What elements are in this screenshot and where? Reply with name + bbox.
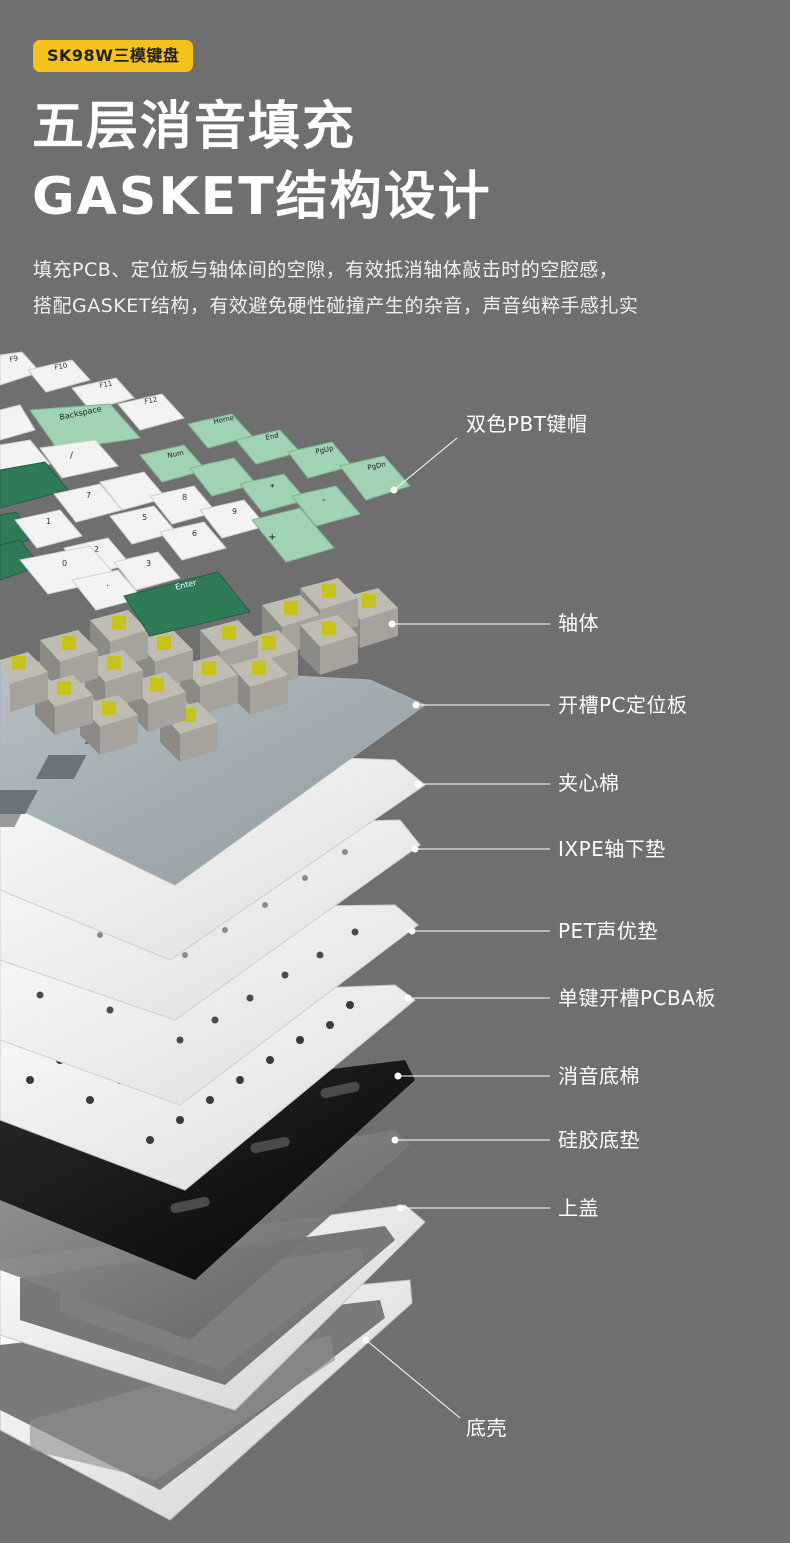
keycap-legend: . — [106, 578, 109, 589]
label-bottom-case: 底壳 — [466, 1416, 507, 1440]
switch — [300, 615, 358, 675]
leader-dot — [414, 780, 422, 788]
label-top-cover: 上盖 — [558, 1196, 599, 1220]
keycap: F10 — [27, 359, 91, 393]
keycap: 6 — [159, 521, 227, 561]
keycap: Enter — [123, 571, 251, 637]
leader-dot — [388, 620, 396, 628]
leader-lines — [362, 437, 550, 1419]
keycap-legend: 8 — [182, 493, 187, 502]
headline-line-1: 五层消音填充 — [32, 97, 357, 157]
keycaps-layer: F9 F10 F11 F12 Backspace Home End PgUp P… — [0, 351, 411, 637]
keycap-legend: F11 — [99, 379, 113, 390]
keycap: + — [251, 507, 335, 563]
keycap: F12 — [117, 393, 185, 431]
keycap — [0, 461, 69, 509]
keycap: PgDn — [339, 455, 411, 501]
label-switches: 轴体 — [558, 611, 599, 635]
keycap: - — [291, 485, 361, 527]
leader-dot — [411, 845, 419, 853]
leader-dot — [391, 1136, 399, 1144]
label-pcba-board: 单键开槽PCBA板 — [558, 986, 716, 1010]
keycap: PgUp — [287, 441, 353, 479]
keycap: 7 — [53, 483, 123, 523]
keycap-legend: 7 — [86, 491, 91, 500]
keycap-legend: End — [265, 431, 280, 442]
keycap-legend: 2 — [94, 545, 99, 554]
switches-layer — [0, 578, 398, 762]
keycap: 1 — [14, 509, 83, 549]
keycap: 3 — [113, 551, 181, 591]
label-silicone-pad: 硅胶底垫 — [558, 1128, 640, 1152]
keycap-legend: F10 — [54, 361, 68, 372]
keycap-legend: F12 — [144, 395, 158, 406]
keycap-legend: Num — [167, 449, 185, 460]
label-pet-pad: PET声优垫 — [558, 919, 658, 943]
keycap-legend: * — [270, 483, 275, 493]
keycap-legend: PgDn — [367, 460, 387, 472]
switch — [0, 652, 48, 712]
label-dampening-foam: 消音底棉 — [558, 1064, 640, 1088]
switch — [35, 675, 93, 735]
label-pc-plate: 开槽PC定位板 — [558, 693, 688, 717]
leader-dot — [390, 486, 398, 494]
keycap-legend: 5 — [142, 513, 147, 522]
label-pbt-keycaps: 双色PBT键帽 — [466, 412, 588, 436]
keycap-legend: 0 — [62, 559, 67, 568]
keycap-legend: PgUp — [315, 444, 335, 456]
keycap-legend: / — [70, 451, 74, 461]
keycap-legend: 6 — [192, 529, 197, 538]
leader-line — [365, 1339, 461, 1419]
leader-line — [393, 437, 458, 491]
keycap: F11 — [71, 377, 135, 411]
product-badge: SK98W三模键盘 — [33, 40, 194, 72]
keycap: / — [39, 439, 119, 479]
keycap-legend: - — [322, 495, 326, 506]
label-sandwich-foam: 夹心棉 — [558, 771, 620, 795]
label-ixpe-pad: IXPE轴下垫 — [558, 837, 666, 861]
leader-dot — [362, 1336, 370, 1344]
leader-dot — [408, 927, 416, 935]
headline-line-2: GASKET结构设计 — [32, 167, 492, 227]
keycap-legend: + — [268, 532, 276, 543]
keycap — [0, 404, 36, 441]
description-line-2: 搭配GASKET结构，有效避免硬性碰撞产生的杂音，声音纯粹手感扎实 — [33, 295, 639, 317]
keycap-legend: 9 — [232, 507, 237, 516]
leader-dot — [396, 1204, 404, 1212]
leader-dot — [394, 1072, 402, 1080]
keycap-legend: F9 — [9, 354, 19, 364]
leader-dot — [412, 701, 420, 709]
keycap: Backspace — [29, 403, 141, 451]
keycap-legend: 1 — [46, 517, 51, 526]
description-line-1: 填充PCB、定位板与轴体间的空隙，有效抵消轴体敲击时的空腔感， — [33, 259, 619, 281]
keycap-legend: 3 — [146, 559, 151, 568]
leader-dot — [404, 994, 412, 1002]
